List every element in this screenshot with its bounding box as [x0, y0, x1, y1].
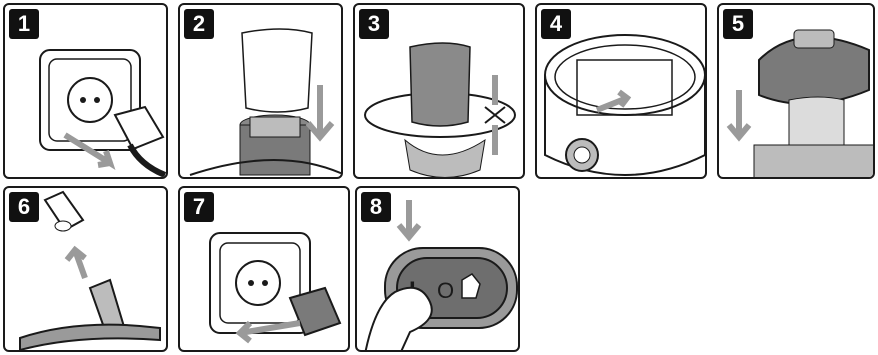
step-number-badge: 5 [723, 9, 753, 39]
finger-icon [365, 288, 432, 352]
step-number-badge: 2 [184, 9, 214, 39]
step-2-panel: 2 [178, 3, 343, 179]
step-number-badge: 6 [9, 192, 39, 222]
socket-icon [236, 261, 280, 305]
down-arrow-icon [308, 85, 332, 137]
floor-nozzle-icon [20, 325, 160, 350]
filter-bag-icon [242, 29, 312, 112]
down-arrow-icon [729, 90, 749, 137]
down-arrow-icon [399, 200, 419, 237]
step-5-panel: 5 [717, 3, 875, 179]
socket-icon [68, 78, 112, 122]
filter-bag-icon [410, 43, 470, 126]
step-number-badge: 3 [359, 9, 389, 39]
step-4-panel: 4 [535, 3, 707, 179]
step-8-panel: 8 I O [355, 186, 520, 352]
step-7-panel: 7 [178, 186, 350, 352]
step-number-badge: 4 [541, 9, 571, 39]
up-arrow-icon [67, 250, 85, 278]
step-number-badge: 7 [184, 192, 214, 222]
off-symbol: O [437, 278, 454, 303]
step-number-badge: 8 [361, 192, 391, 222]
step-number-badge: 1 [9, 9, 39, 39]
step-3-panel: 3 [353, 3, 525, 179]
step-6-panel: 6 [3, 186, 168, 352]
step-1-panel: 1 [3, 3, 168, 179]
